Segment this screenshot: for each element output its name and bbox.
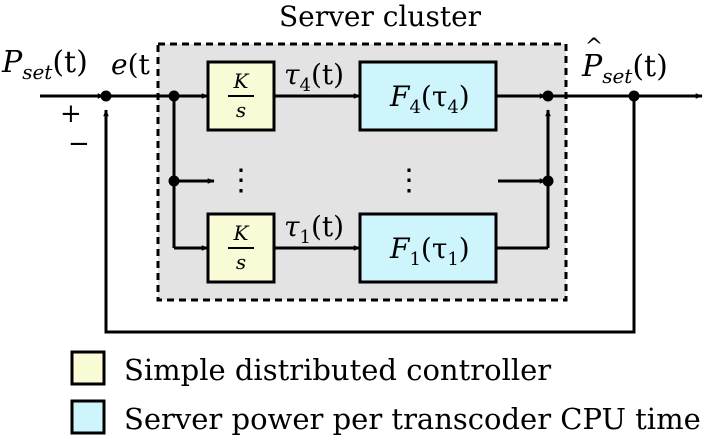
minus-sign: − [68, 129, 90, 159]
left-ellipsis: ⋮ [226, 163, 256, 198]
top-tau-label: τ4(t) [284, 58, 344, 96]
legend-server-swatch [70, 399, 106, 435]
plus-sign: + [60, 99, 82, 129]
bottom-server-power-label: F1(τ1) [389, 232, 470, 270]
legend-server-label: Server power per transcoder CPU time [124, 402, 701, 436]
legend-controller-label: Simple distributed controller [124, 353, 551, 387]
top-controller-numerator: K [233, 69, 250, 93]
legend-controller-swatch [70, 350, 106, 386]
top-controller-denominator: s [236, 98, 246, 122]
error-signal-label: e(t [111, 48, 151, 81]
bottom-controller-denominator: s [236, 250, 246, 274]
cluster-title: Server cluster [279, 0, 482, 33]
output-branch-dot [628, 90, 640, 102]
error-junction-dot [100, 90, 112, 102]
input-signal-label: Pset(t) [1, 45, 88, 84]
right-ellipsis: ⋮ [394, 163, 424, 198]
output-hat-accent: ^ [585, 35, 603, 60]
split-middle-dot [168, 175, 180, 187]
output-signal-label: Pset(t) [581, 49, 668, 88]
sum-middle-dot [542, 175, 554, 187]
bottom-controller-numerator: K [233, 221, 250, 245]
feedback-path [103, 96, 636, 334]
sum-top-dot [542, 90, 554, 102]
bottom-tau-label: τ1(t) [284, 210, 344, 248]
split-top-dot [168, 90, 180, 102]
top-server-power-label: F4(τ4) [389, 80, 470, 118]
